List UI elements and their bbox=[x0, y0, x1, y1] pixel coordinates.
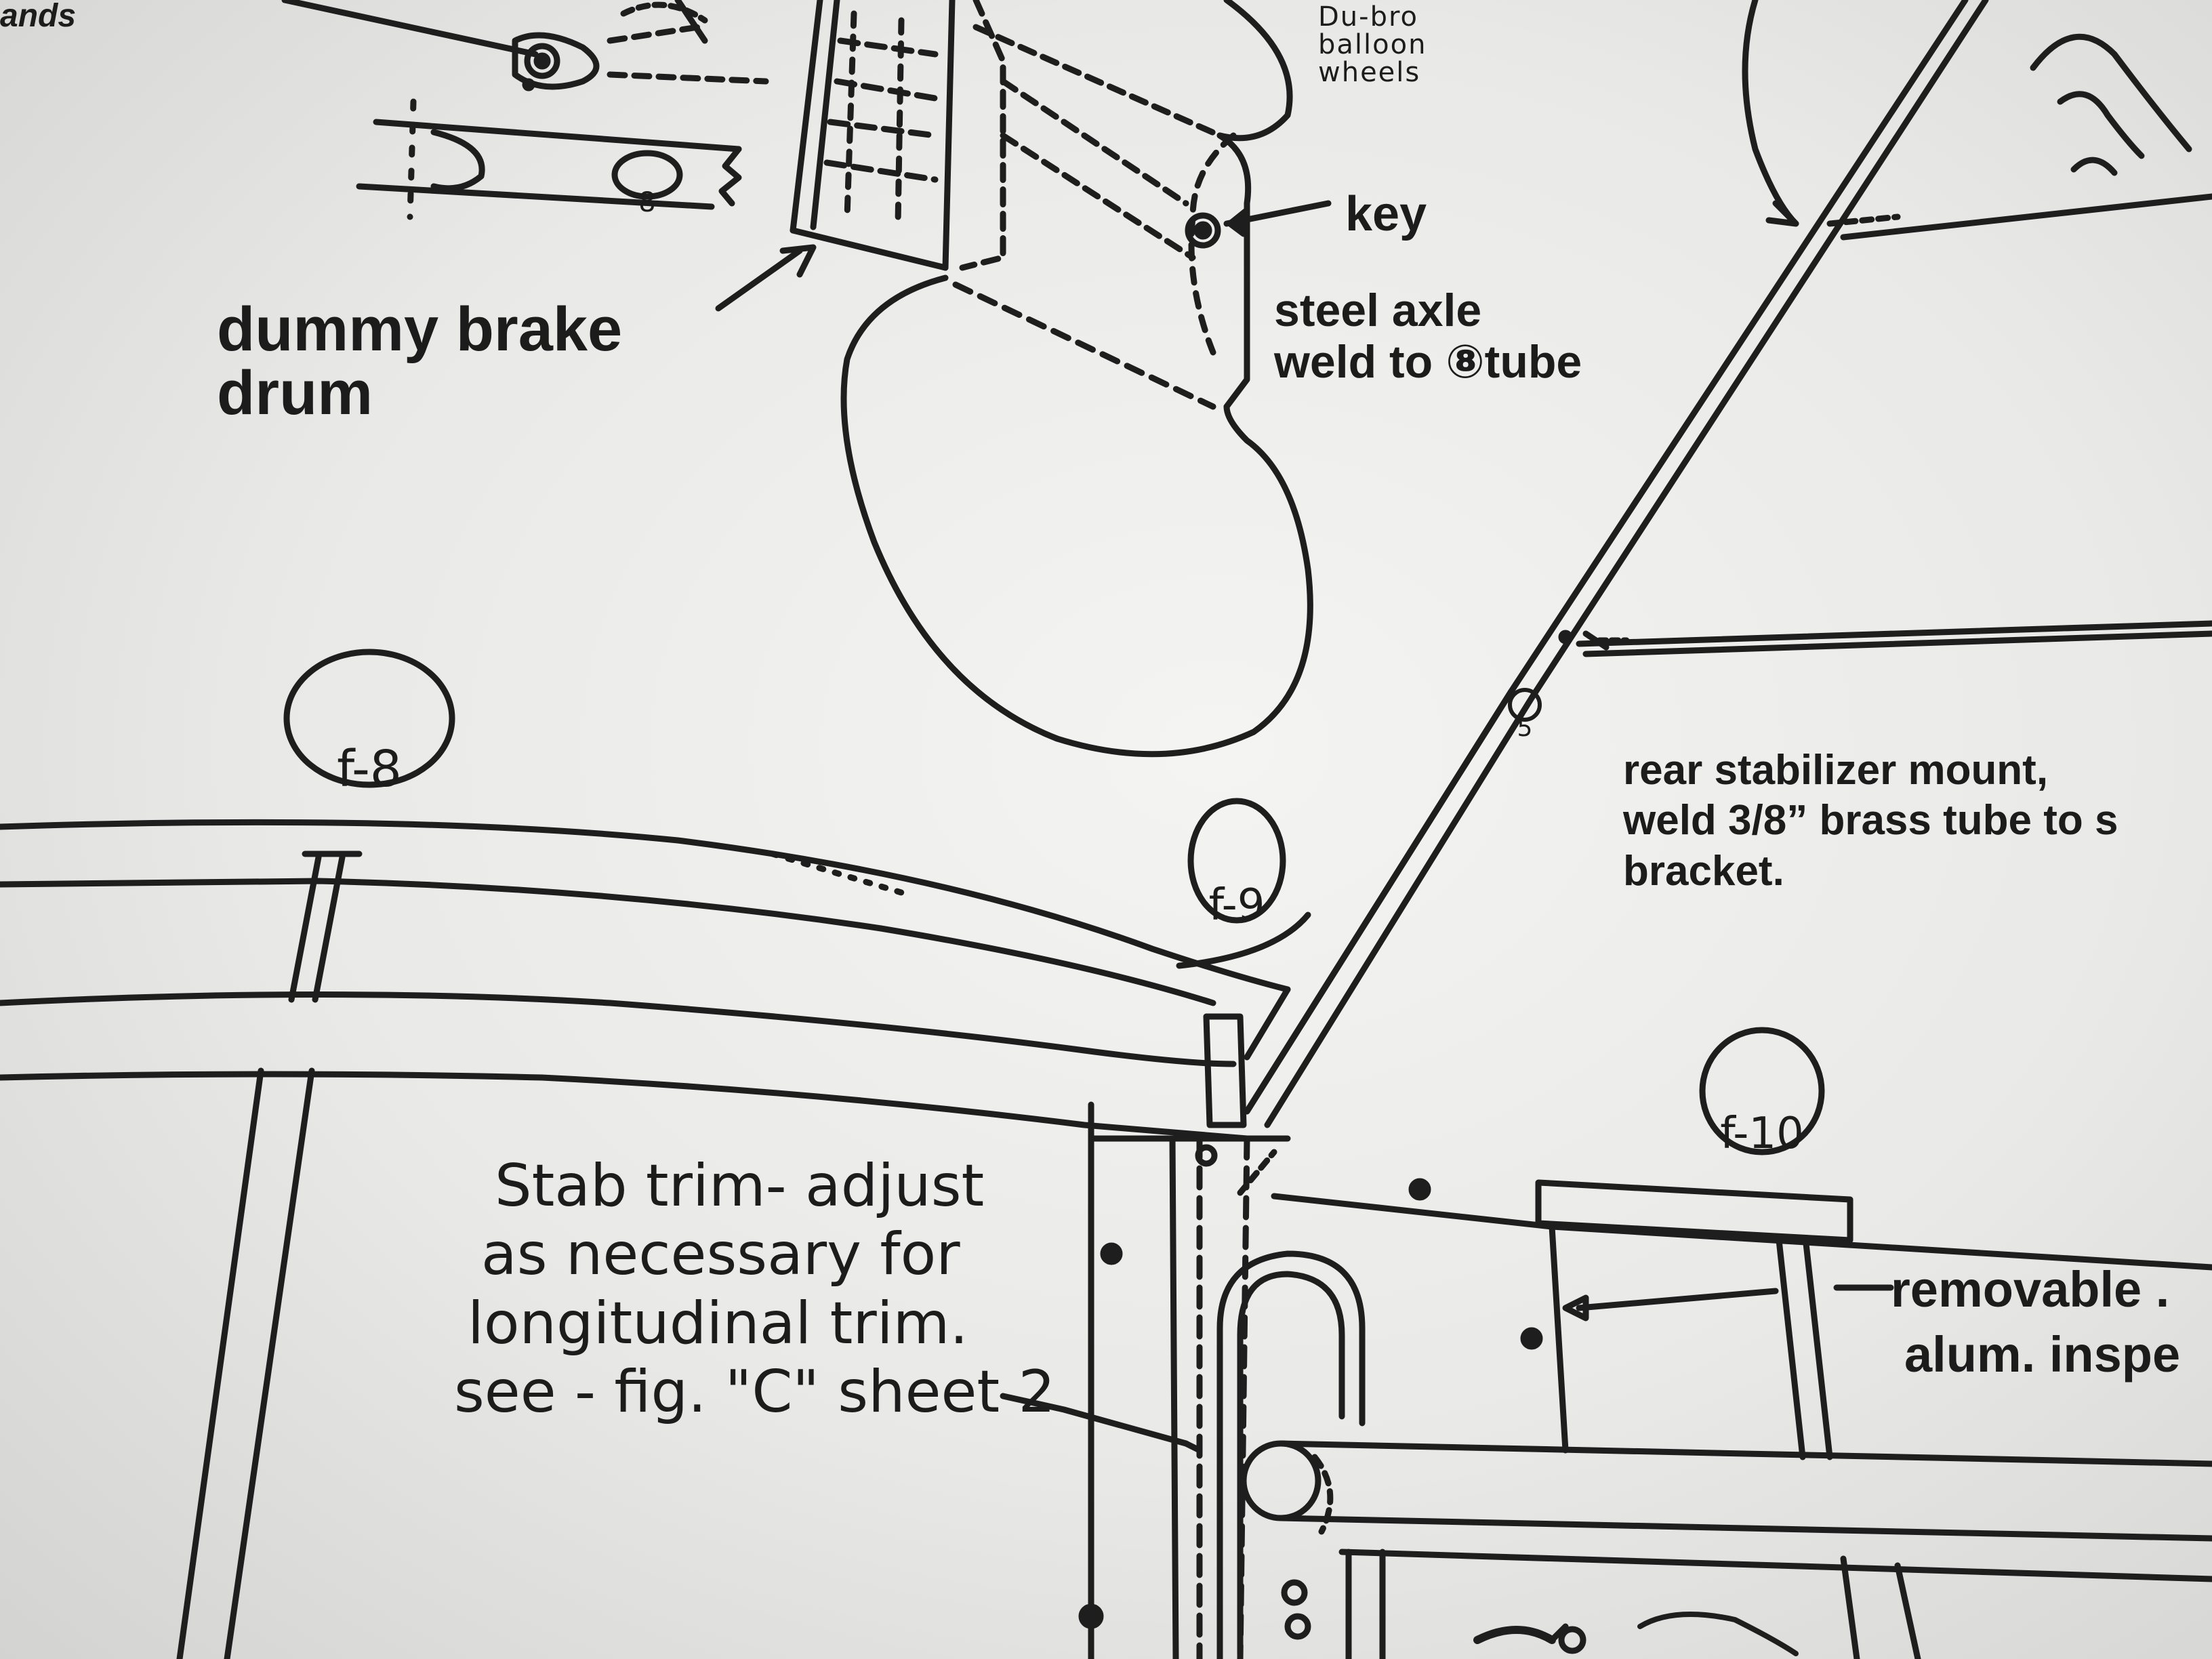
f10-circle bbox=[1699, 1027, 1825, 1155]
label-dummy-brake-drum: dummy brake drum bbox=[217, 298, 622, 426]
label-stab-trim-line4: see - fig. "C" sheet 2 bbox=[454, 1358, 1056, 1427]
tag-f8: f-8 bbox=[337, 740, 402, 798]
label-steel-axle: steel axle weld to ⑧tube bbox=[1274, 285, 1582, 388]
label-stab-trim-line1: Stab trim- adjust bbox=[495, 1152, 985, 1220]
inspection-cover bbox=[1535, 1179, 1894, 1460]
label-dubro-line3: wheels bbox=[1318, 56, 1421, 88]
label-dummy-brake-line2: drum bbox=[217, 358, 373, 428]
label-stab-trim-line3: longitudinal trim. bbox=[468, 1289, 968, 1357]
label-removable-inspection: removable . alum. inspe bbox=[1891, 1257, 2180, 1387]
label-axle-line2: weld to ⑧tube bbox=[1274, 336, 1582, 388]
upper-frame-line bbox=[1271, 1193, 2212, 1271]
label-dubro-wheels: Du-bro balloon wheels bbox=[1318, 3, 1427, 86]
tag-f10: f-10 bbox=[1720, 1109, 1804, 1159]
label-ands: ands bbox=[0, 0, 77, 34]
label-removable-line2: alum. inspe bbox=[1904, 1326, 2181, 1383]
label-dummy-brake-line1: dummy brake bbox=[217, 295, 623, 364]
label-rear-stab-line3: bracket. bbox=[1623, 847, 1784, 895]
wavy-mark bbox=[1637, 1612, 1799, 1656]
vertical-uprights bbox=[176, 851, 363, 1659]
stab-trim-leader bbox=[1000, 1393, 1189, 1447]
label-rear-stab-line1: rear stabilizer mount, bbox=[1623, 747, 2049, 794]
dummy-brake-drum bbox=[715, 0, 956, 312]
f9a-leader bbox=[1473, 1626, 1556, 1644]
tag-f9a: f9a bbox=[1382, 1654, 1477, 1659]
arched-frame bbox=[1216, 1250, 2212, 1659]
label-stab-trim: Stab trim- adjust as necessary for longi… bbox=[454, 1152, 1055, 1427]
balloon-wheel-lower bbox=[840, 274, 1313, 758]
label-axle-line1: steel axle bbox=[1274, 285, 1482, 336]
f9-circle bbox=[1187, 798, 1286, 924]
tag-part5: 5 bbox=[1517, 714, 1533, 742]
label-removable-line1: removable . bbox=[1891, 1261, 2170, 1317]
tag-part8: 8 bbox=[638, 187, 656, 218]
label-stab-trim-line2: as necessary for bbox=[481, 1221, 960, 1289]
tail-struts bbox=[1244, 0, 2212, 1128]
label-dubro-line1: Du-bro bbox=[1318, 1, 1419, 33]
label-rear-stabilizer-mount: rear stabilizer mount, weld 3/8” brass t… bbox=[1623, 745, 2118, 897]
tag-f9: f-9 bbox=[1208, 880, 1265, 930]
gear-strut bbox=[281, 0, 769, 90]
balloon-wheel-upper bbox=[959, 0, 1332, 410]
fork-bracket bbox=[356, 98, 742, 220]
f8-circle bbox=[283, 649, 455, 788]
label-rear-stab-line2: weld 3/8” brass tube to s bbox=[1623, 797, 2118, 844]
fuselage-longerons bbox=[0, 819, 1291, 1142]
label-key: key bbox=[1345, 187, 1427, 241]
label-dubro-line2: balloon bbox=[1318, 28, 1427, 60]
